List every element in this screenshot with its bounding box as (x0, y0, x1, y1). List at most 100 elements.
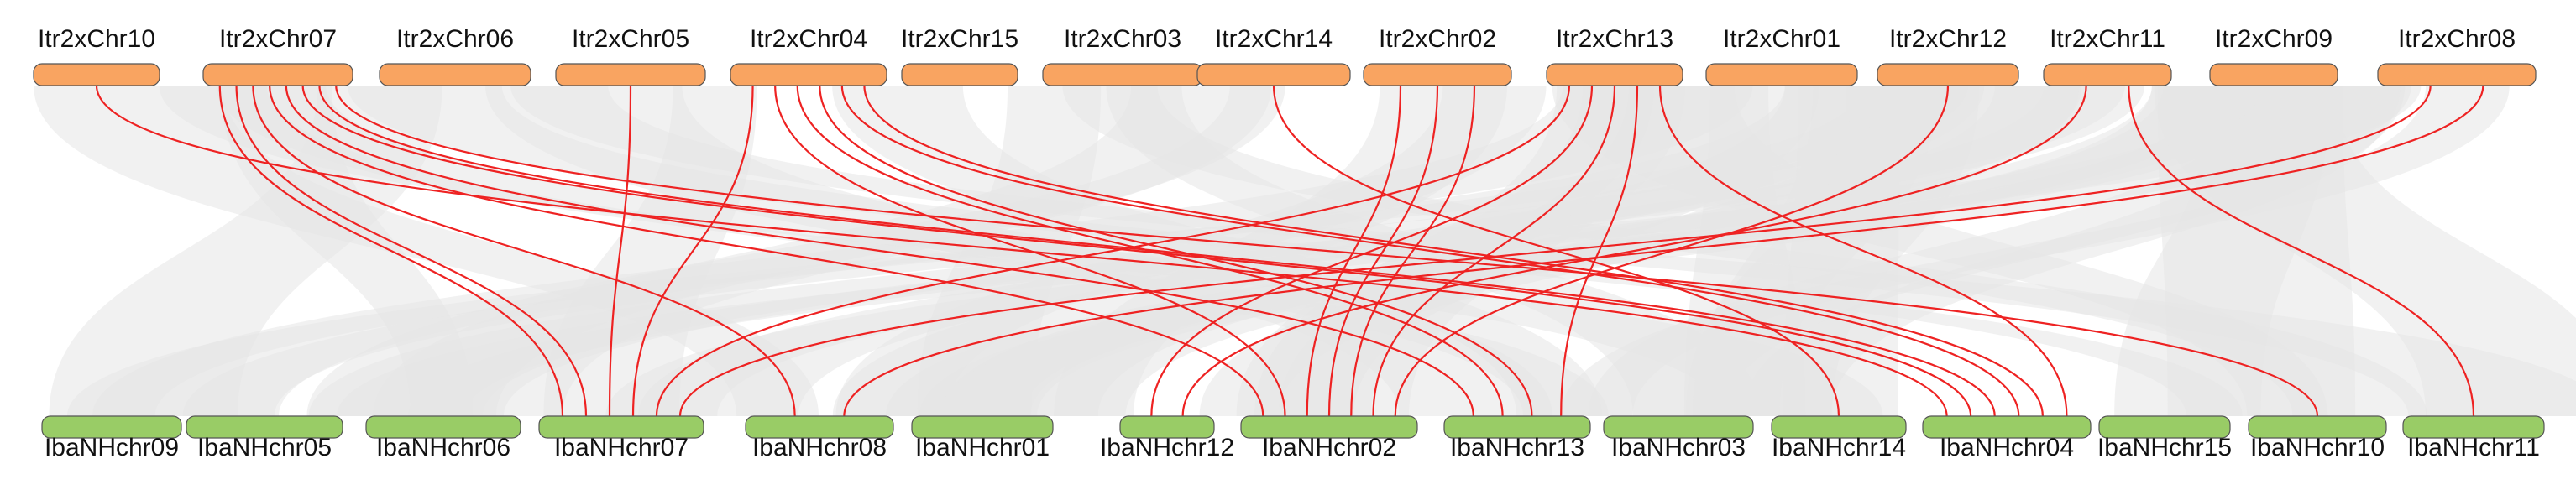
bottom-chromosome-bar[interactable] (186, 415, 343, 439)
bottom-chromosome-label: IbaNHchr15 (2097, 434, 2232, 461)
top-chromosome-label: Itr2xChr11 (2050, 25, 2165, 53)
bottom-chromosome-label: IbaNHchr10 (2250, 434, 2385, 461)
top-chromosome-label: Itr2xChr04 (750, 25, 867, 53)
top-chromosome-bar[interactable] (555, 63, 706, 86)
bottom-chromosome-label: IbaNHchr01 (915, 434, 1050, 461)
top-chromosome-label: Itr2xChr07 (219, 25, 337, 53)
highlighted-link (1306, 85, 1402, 417)
top-chromosome-bar[interactable] (1196, 63, 1351, 86)
bottom-chromosome-label: IbaNHchr05 (197, 434, 332, 461)
highlighted-synteny-links (95, 85, 2484, 417)
highlighted-link (678, 85, 2432, 417)
highlighted-link (819, 85, 1533, 417)
bottom-chromosome-bar[interactable] (911, 415, 1054, 439)
bottom-chromosome-label: IbaNHchr08 (752, 434, 887, 461)
bottom-chromosome-bar[interactable] (538, 415, 704, 439)
top-chromosome-bar[interactable] (1546, 63, 1683, 86)
background-link (306, 86, 1285, 416)
highlighted-link (1372, 85, 1616, 417)
highlighted-link (655, 85, 1571, 417)
highlighted-link (235, 85, 588, 417)
top-chromosome-bar[interactable] (379, 63, 531, 86)
top-chromosome-label: Itr2xChr09 (2215, 25, 2333, 53)
bottom-chromosome-bar[interactable] (41, 415, 182, 439)
bottom-chromosome-label: IbaNHchr07 (554, 434, 689, 461)
bottom-chromosome-label: IbaNHchr06 (376, 434, 510, 461)
top-chromosome-bar[interactable] (901, 63, 1018, 86)
top-chromosome-label: Itr2xChr08 (2398, 25, 2516, 53)
highlighted-link (218, 85, 564, 417)
highlighted-link (301, 85, 1972, 417)
highlighted-link (843, 85, 2484, 417)
top-chromosome-bar[interactable] (2377, 63, 2537, 86)
background-link (308, 86, 2125, 416)
highlighted-link (2128, 85, 2475, 417)
top-chromosome-label: Itr2xChr12 (1889, 25, 2007, 53)
background-link (1062, 86, 2427, 416)
background-link (2154, 86, 2576, 416)
bottom-chromosome-bar[interactable] (2098, 415, 2231, 439)
bottom-chromosome-label: IbaNHchr03 (1611, 434, 1746, 461)
top-chromosome-label: Itr2xChr14 (1215, 25, 1333, 53)
top-chromosome-bar[interactable] (1042, 63, 1203, 86)
highlighted-link (318, 85, 1996, 417)
bottom-chromosome-bar[interactable] (745, 415, 894, 439)
highlighted-link (1560, 85, 1639, 417)
top-chromosome-bar[interactable] (1363, 63, 1512, 86)
highlighted-link (774, 85, 1286, 417)
highlighted-link (1327, 85, 1439, 417)
bottom-chromosome-bar[interactable] (1443, 415, 1591, 439)
bottom-chromosome-label: IbaNHchr13 (1450, 434, 1584, 461)
background-link (637, 86, 1985, 416)
highlighted-link (335, 85, 2319, 417)
top-chromosome-bar[interactable] (2043, 63, 2172, 86)
bottom-chromosome-label: IbaNHchr04 (1940, 434, 2074, 461)
bottom-chromosome-label: IbaNHchr11 (2407, 434, 2540, 461)
bottom-chromosome-bar[interactable] (1119, 415, 1215, 439)
bottom-chromosome-bar[interactable] (2402, 415, 2545, 439)
top-chromosome-label: Itr2xChr13 (1556, 25, 1673, 53)
highlighted-link (269, 85, 1264, 417)
bottom-chromosome-label: IbaNHchr14 (1772, 434, 1906, 461)
background-link (1560, 86, 2510, 416)
top-chromosome-label: Itr2xChr02 (1379, 25, 1496, 53)
bottom-chromosome-bar[interactable] (1922, 415, 2092, 439)
top-chromosome-bar[interactable] (730, 63, 887, 86)
background-synteny-links (34, 86, 2576, 416)
highlighted-link (95, 85, 1948, 417)
highlighted-link (1350, 85, 1476, 417)
top-chromosome-label: Itr2xChr03 (1064, 25, 1181, 53)
top-chromosome-bar[interactable] (33, 63, 160, 86)
bottom-chromosome-bar[interactable] (1240, 415, 1418, 439)
top-chromosome-label: Itr2xChr15 (901, 25, 1018, 53)
background-link (34, 86, 819, 416)
top-chromosome-label: Itr2xChr06 (396, 25, 514, 53)
top-chromosome-bar[interactable] (1877, 63, 2019, 86)
top-chromosome-bar[interactable] (202, 63, 353, 86)
bottom-chromosome-label: IbaNHchr02 (1262, 434, 1396, 461)
top-chromosome-bar[interactable] (1705, 63, 1858, 86)
highlighted-link (1658, 85, 2068, 417)
highlighted-link (608, 85, 632, 417)
top-chromosome-label: Itr2xChr10 (38, 25, 155, 53)
bottom-chromosome-bar[interactable] (1603, 415, 1754, 439)
bottom-chromosome-bar[interactable] (1771, 415, 1907, 439)
highlighted-link (796, 85, 1504, 417)
bottom-chromosome-label: IbaNHchr12 (1100, 434, 1234, 461)
bottom-chromosome-bar[interactable] (365, 415, 521, 439)
background-link (1552, 86, 2328, 416)
top-chromosome-bar[interactable] (2209, 63, 2338, 86)
top-chromosome-label: Itr2xChr01 (1723, 25, 1840, 53)
background-link (92, 86, 1753, 416)
highlighted-link (252, 85, 796, 417)
highlighted-link (1150, 85, 1594, 417)
highlighted-link (631, 85, 754, 417)
highlighted-link (840, 85, 2020, 417)
highlighted-link (863, 85, 2044, 417)
highlighted-link (1181, 85, 2087, 417)
top-chromosome-label: Itr2xChr05 (572, 25, 689, 53)
bottom-chromosome-bar[interactable] (2248, 415, 2387, 439)
top-chromosome-track: Itr2xChr10 Itr2xChr07 Itr2xChr06 Itr2xChr05… (33, 25, 2537, 86)
